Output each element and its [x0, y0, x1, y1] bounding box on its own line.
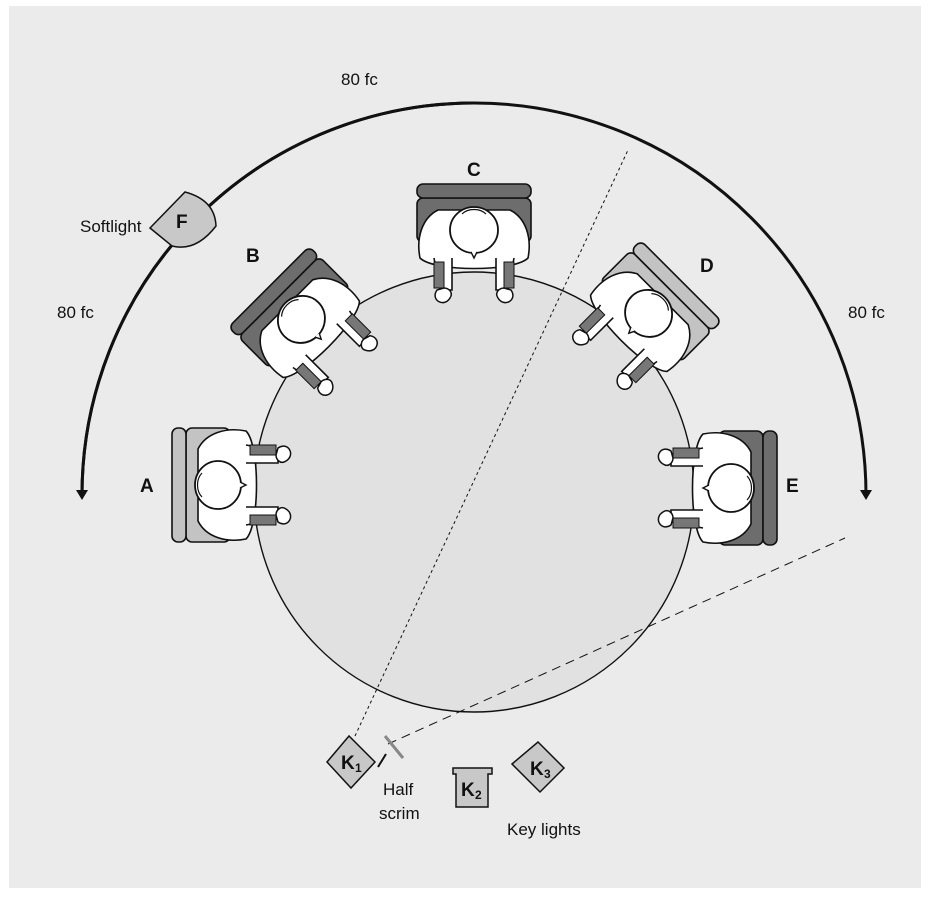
seat-label-e: E	[786, 476, 799, 497]
seat-label-d: D	[700, 256, 714, 277]
scrim-holder	[377, 753, 387, 768]
k1-lamp	[325, 734, 377, 790]
seat-label-a: A	[140, 476, 154, 497]
softlight-shape	[148, 191, 217, 248]
arc-label-left: 80 fc	[57, 303, 94, 322]
half-scrim-icon	[383, 735, 405, 759]
arc-label-right: 80 fc	[848, 303, 885, 322]
arc-label-top: 80 fc	[341, 70, 378, 89]
k3-subscript: 3	[544, 767, 551, 781]
scrim-label-line2: scrim	[379, 804, 420, 823]
seat-e	[657, 430, 778, 546]
seat-label-c: C	[467, 160, 481, 181]
key-lights-caption: Key lights	[507, 820, 581, 839]
k2-subscript: 2	[475, 788, 482, 802]
k1-subscript: 1	[355, 761, 362, 775]
scrim-label-line1: Half	[383, 780, 414, 799]
scrim-beam-line	[387, 537, 846, 745]
key-light-k2: K 2	[452, 767, 493, 808]
k3-letter: K	[530, 759, 544, 780]
seat-b	[230, 248, 393, 411]
key-light-k3: K 3	[510, 740, 566, 794]
seat-c	[416, 183, 532, 304]
softlight-letter: F	[176, 212, 188, 233]
k2-letter: K	[461, 780, 475, 801]
softlight-label: Softlight	[80, 217, 142, 236]
k1-letter: K	[341, 753, 355, 774]
k3-lamp	[510, 740, 566, 794]
key-light-k1: K 1	[325, 734, 377, 790]
k2-lamp	[452, 767, 493, 808]
seat-label-b: B	[246, 246, 260, 267]
seat-d	[557, 242, 720, 405]
seat-a	[171, 427, 292, 543]
softlight-f: F	[148, 191, 217, 248]
